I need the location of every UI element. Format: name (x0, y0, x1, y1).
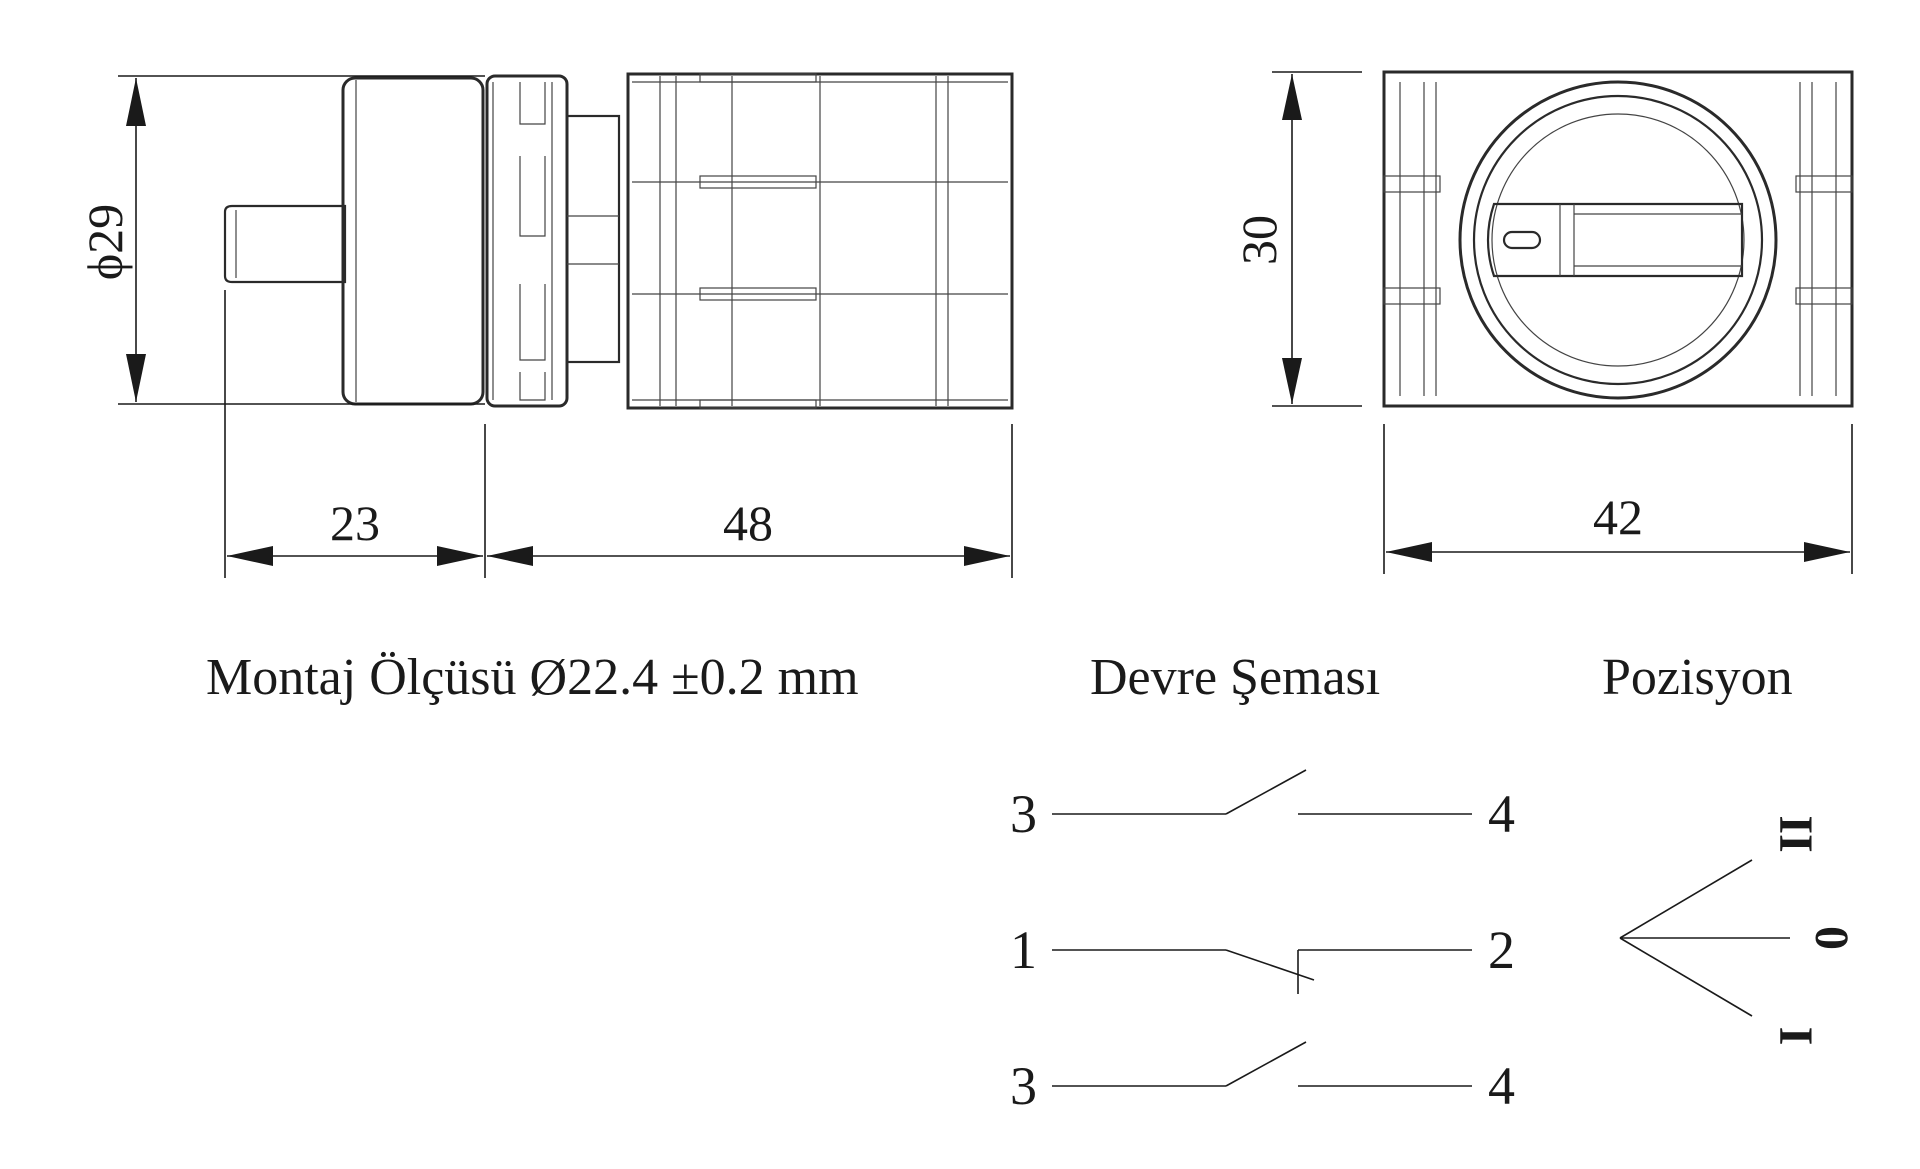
contact-block-lines (632, 73, 1008, 409)
front-view: 30 42 (1231, 70, 1854, 574)
position-2-label: II (1769, 815, 1822, 852)
side-view: ϕ29 23 48 (77, 72, 1014, 578)
circuit-caption: Devre Şeması (1090, 649, 1380, 706)
position-0-label: 0 (1805, 926, 1858, 950)
terminal-4-top: 4 (1488, 784, 1515, 844)
actuator-shaft (223, 204, 347, 284)
adapter-block (565, 114, 621, 364)
dimension-height: 30 (1231, 71, 1362, 407)
indicator-slot (1502, 230, 1542, 250)
contact-row-2: 1 2 (1010, 920, 1515, 994)
contact-row-3: 3 4 (1010, 1041, 1515, 1116)
dimension-diameter: ϕ29 (77, 75, 485, 405)
knob-body (341, 76, 485, 406)
front-housing (1382, 70, 1854, 408)
contact-row-1: 3 4 (1010, 769, 1515, 844)
position-caption: Pozisyon (1602, 649, 1793, 706)
width-label: 42 (1593, 489, 1643, 545)
terminal-2: 2 (1488, 920, 1515, 980)
dimension-width: 42 (1383, 424, 1853, 574)
front-side-rails (1383, 82, 1853, 396)
terminal-4-bottom: 4 (1488, 1056, 1515, 1116)
height-label: 30 (1231, 215, 1287, 265)
front-bezel-inner (1472, 94, 1764, 386)
mounting-caption: Montaj Ölçüsü Ø22.4 ±0.2 mm (206, 649, 859, 706)
terminal-3-bottom: 3 (1010, 1056, 1037, 1116)
body-length-label: 48 (723, 495, 773, 551)
circuit-diagram: 3 4 1 2 3 4 (1010, 769, 1515, 1116)
diameter-label: ϕ29 (77, 204, 133, 280)
front-bezel-outer (1458, 80, 1778, 400)
shaft-length-label: 23 (330, 495, 380, 551)
position-1-label: I (1769, 1027, 1822, 1046)
dimension-body-length: 48 (487, 424, 1013, 578)
bezel-ribs (519, 82, 553, 401)
contact-block (626, 72, 1014, 410)
dimension-shaft-length: 23 (224, 290, 486, 578)
terminal-3-top: 3 (1010, 784, 1037, 844)
knob-lever (1486, 202, 1744, 278)
position-diagram: II 0 I (1619, 815, 1858, 1046)
bezel-ring (485, 74, 569, 408)
terminal-1: 1 (1010, 920, 1037, 980)
